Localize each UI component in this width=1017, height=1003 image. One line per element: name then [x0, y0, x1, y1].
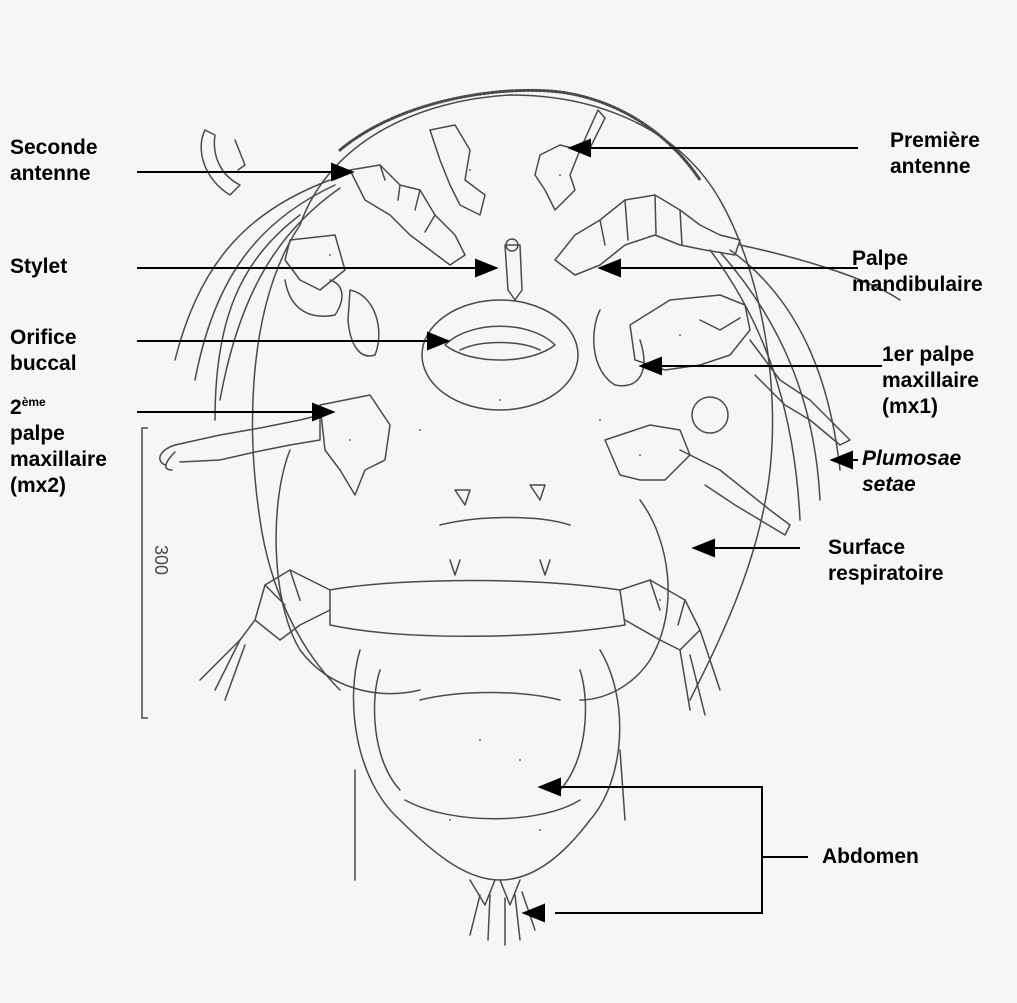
mouth-outline: [422, 300, 578, 410]
left-mandible: [285, 235, 345, 290]
label-seconde-antenne: Seconde antenne: [10, 135, 98, 187]
abdomen-bracket: [555, 787, 808, 913]
label-abdomen: Abdomen: [822, 844, 919, 870]
abdomen-outline: [353, 650, 619, 880]
mx2-number: 2: [10, 396, 22, 419]
left-lobe: [276, 450, 420, 694]
scale-bar-label: 300: [151, 545, 171, 575]
right-antenna: [555, 195, 740, 275]
label-plumosae-setae: Plumosae setae: [862, 446, 961, 498]
arrow-abdomen-upper: [540, 779, 560, 795]
carapace-hatched-rim: [340, 90, 700, 180]
right-lobe: [580, 500, 668, 700]
mx2-superscript: ème: [22, 395, 46, 409]
label-premiere-antenne: Première antenne: [890, 128, 980, 180]
first-antenna-left: [430, 125, 485, 215]
left-claw: [201, 130, 240, 195]
furca: [470, 880, 520, 905]
mx1-palp: [630, 295, 750, 370]
label-palpe-mx1: 1er palpe maxillaire (mx1): [882, 342, 979, 420]
mx2-arm: [175, 415, 320, 462]
scale-bar: [142, 428, 148, 718]
right-leg: [620, 580, 720, 690]
stylet: [505, 245, 522, 300]
label-palpe-mandibulaire: Palpe mandibulaire: [852, 246, 983, 298]
label-palpe-mx2: 2ème palpe maxillaire (mx2): [10, 395, 107, 499]
label-orifice-buccal: Orifice buccal: [10, 325, 77, 377]
first-antenna-right: [535, 145, 580, 210]
label-surface-respiratoire: Surface respiratoire: [828, 535, 944, 587]
label-stylet: Stylet: [10, 254, 67, 280]
thoracic-segment: [330, 581, 625, 637]
left-setae: [175, 180, 340, 420]
left-leg: [200, 570, 330, 680]
